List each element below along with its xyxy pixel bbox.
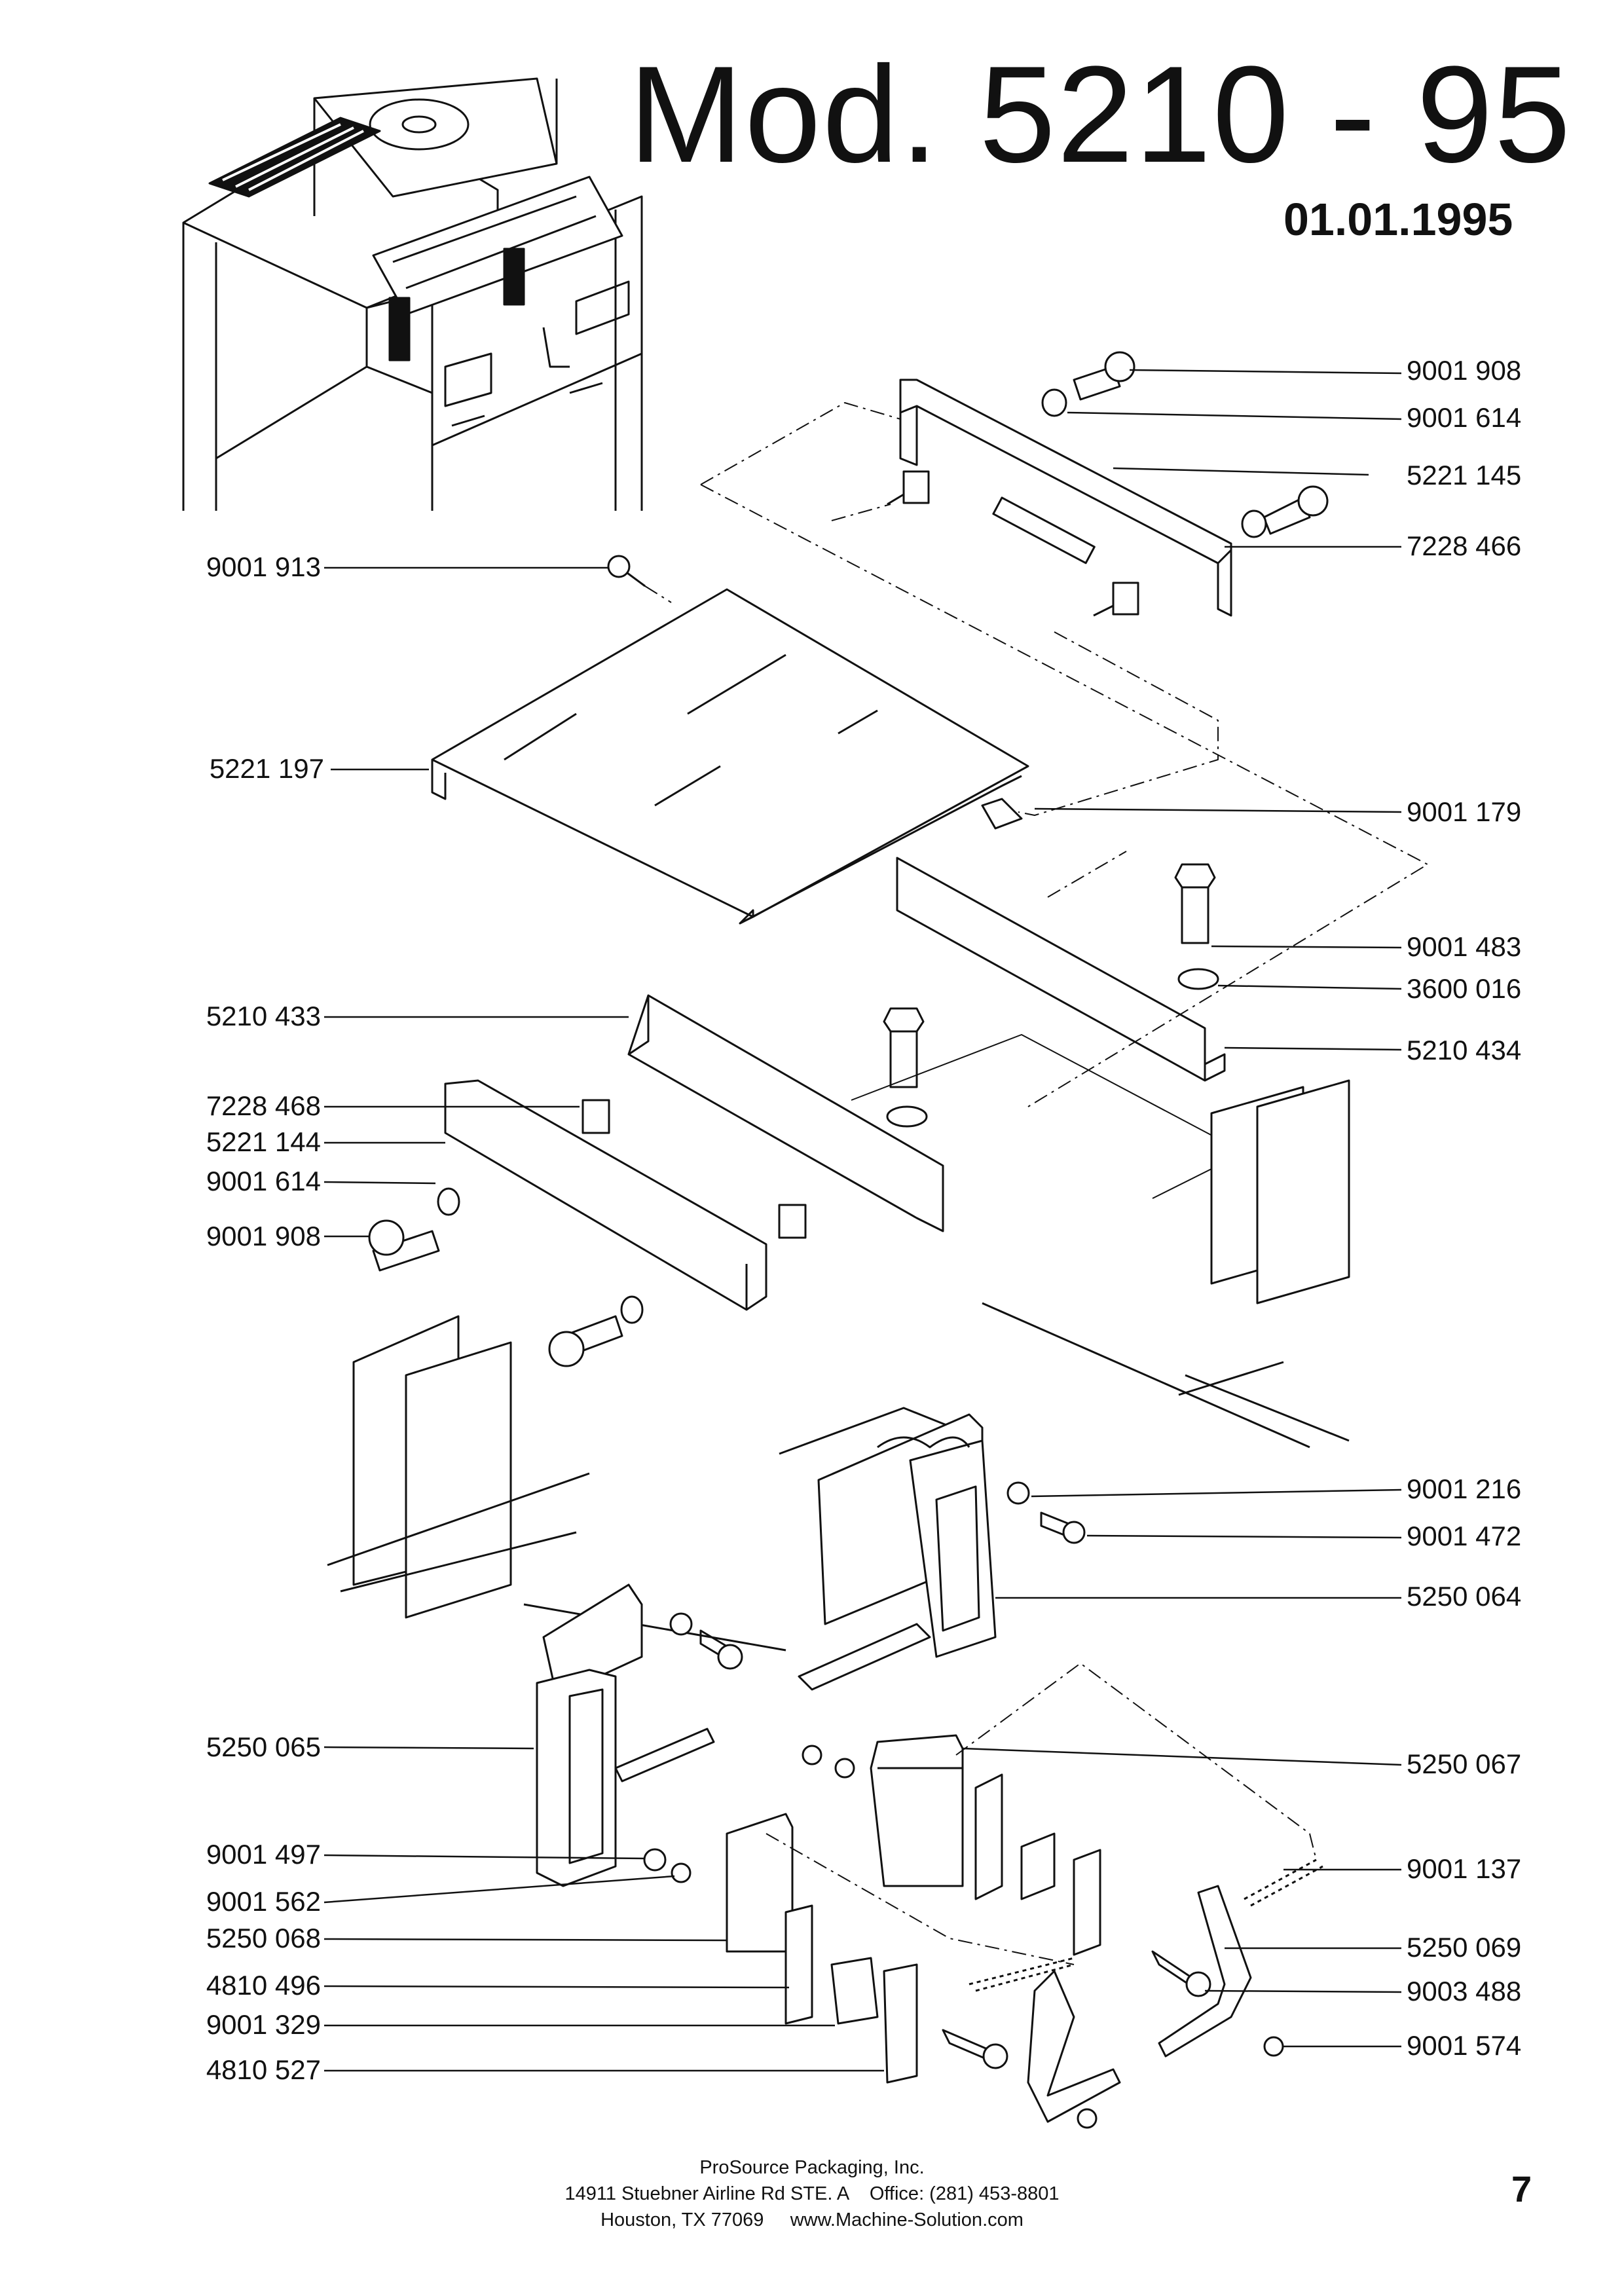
- callout-label: 3600 016: [1407, 973, 1521, 1004]
- callout-label: 9001 614: [206, 1166, 321, 1196]
- page-footer: ProSource Packaging, Inc. 14911 Stuebner…: [0, 2154, 1624, 2233]
- callout-label: 9001 137: [1407, 1853, 1521, 1884]
- callout-label: 4810 527: [206, 2054, 321, 2085]
- callout-label: 9001 179: [1407, 796, 1521, 827]
- page-number: 7: [1511, 2168, 1532, 2209]
- callout-label: 7228 468: [206, 1090, 321, 1121]
- callout-label: 9001 483: [1407, 931, 1521, 962]
- assembly-guide-lines: [644, 402, 1428, 1965]
- callouts-right: 9001 908 9001 614 5221 145 7228 466 9001…: [1407, 355, 1521, 2061]
- callout-label: 9001 472: [1407, 1521, 1521, 1551]
- callout-label: 4810 496: [206, 1970, 321, 2001]
- footer-address: 14911 Stuebner Airline Rd STE. A Office:…: [564, 2183, 1060, 2204]
- callout-label: 5221 197: [210, 753, 324, 784]
- lower-mechanism-parts: [643, 1734, 1323, 2129]
- callout-label: 5250 067: [1407, 1748, 1521, 1779]
- callout-label: 9001 913: [206, 551, 321, 582]
- callout-label: 5250 068: [206, 1923, 321, 1953]
- side-rail-parts: [368, 994, 944, 1367]
- callout-label: 5210 434: [1407, 1035, 1521, 1065]
- callout-label: 9001 908: [1407, 355, 1521, 386]
- callout-label: 9003 488: [1407, 1976, 1521, 2006]
- front-rail-part: [896, 857, 1226, 1082]
- clamp-assembly-right: [798, 1413, 1086, 1691]
- callouts-left: 9001 913 5221 197 5210 433 7228 468 5221…: [206, 551, 324, 2085]
- callout-label: 9001 908: [206, 1221, 321, 1251]
- table-surface: [327, 1034, 1350, 1652]
- callout-leader-lines: [323, 369, 1402, 2072]
- safety-cover-part: [431, 588, 1029, 925]
- callout-label: 5221 145: [1407, 460, 1521, 490]
- callout-label: 9001 216: [1407, 1473, 1521, 1504]
- callout-label: 9001 574: [1407, 2030, 1521, 2061]
- callout-label: 9001 562: [206, 1886, 321, 1917]
- callout-label: 9001 329: [206, 2009, 321, 2040]
- clamp-assembly-left: [536, 1583, 743, 1887]
- machine-overview-illustration: [182, 77, 643, 511]
- callout-label: 9001 497: [206, 1839, 321, 1870]
- footer-company: ProSource Packaging, Inc.: [699, 2157, 925, 2178]
- callout-label: 7228 466: [1407, 530, 1521, 561]
- callout-label: 5210 433: [206, 1001, 321, 1031]
- callout-label: 9001 614: [1407, 402, 1521, 433]
- revision-date: 01.01.1995: [1283, 194, 1513, 245]
- callout-label: 5250 065: [206, 1731, 321, 1762]
- footer-city-website: Houston, TX 77069 www.Machine-Solution.c…: [600, 2209, 1024, 2230]
- callout-label: 5250 069: [1407, 1932, 1521, 1963]
- page-title: Mod. 5210 - 95: [629, 37, 1572, 191]
- callout-label: 5221 144: [206, 1126, 321, 1157]
- screw-group-top: [607, 351, 1329, 617]
- callout-label: 5250 064: [1407, 1581, 1521, 1612]
